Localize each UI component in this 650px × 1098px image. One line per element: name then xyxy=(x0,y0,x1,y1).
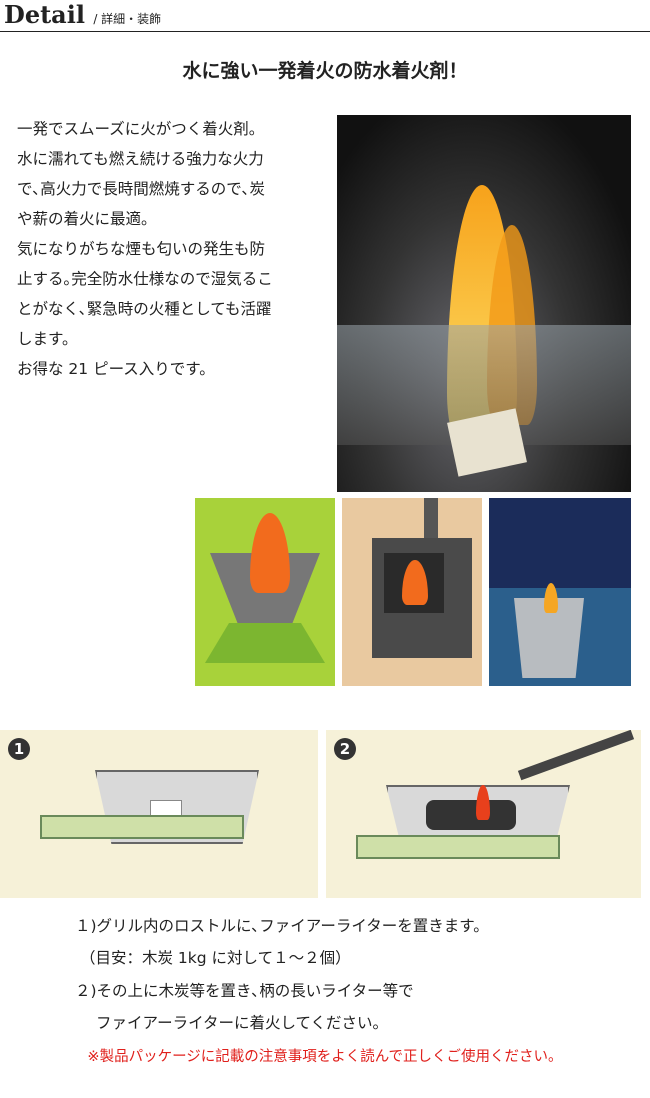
desc-line: 気になりがちな煙も匂いの発生も防 xyxy=(17,240,266,258)
desc-line: 止する｡完全防水仕様なので湿気るこ xyxy=(17,270,273,288)
step-line: ファイアーライターに着火してください。 xyxy=(96,1014,389,1032)
step-badge: 2 xyxy=(334,738,356,760)
illustration-stove xyxy=(342,498,482,686)
desc-line: します。 xyxy=(17,330,78,348)
desc-line: 水に濡れても燃え続ける強力な火力 xyxy=(17,150,264,168)
step-line: ２)その上に木炭等を置き､柄の長いライター等で xyxy=(75,982,414,1000)
product-description: 一発でスムーズに火がつく着火剤。 水に濡れても燃え続ける強力な火力 で､高火力で… xyxy=(17,114,322,384)
header-divider xyxy=(0,31,650,32)
illustration-firepit xyxy=(195,498,335,686)
section-header: Detail / 詳細・装飾 xyxy=(4,0,161,29)
step-badge: 1 xyxy=(8,738,30,760)
step-1-illustration: 1 xyxy=(0,730,318,898)
desc-line: で､高火力で長時間燃焼するので､炭 xyxy=(17,180,266,198)
step-line: （目安：木炭 1kg に対して１～２個） xyxy=(80,949,351,967)
desc-line: や薪の着火に最適。 xyxy=(17,210,157,228)
headline: 水に強い一発着火の防水着火剤！ xyxy=(182,60,468,82)
step-line: １)グリル内のロストルに､ファイアーライターを置きます。 xyxy=(75,917,489,935)
header-subtitle: / 詳細・装飾 xyxy=(93,12,162,26)
desc-line: お得な 21 ピース入りです。 xyxy=(17,360,215,378)
caution-note: ※製品パッケージに記載の注意事項をよく読んで正しくご使用ください。 xyxy=(87,1049,563,1065)
step-2-illustration: 2 xyxy=(326,730,641,898)
product-fire-photo xyxy=(337,115,631,492)
desc-line: 一発でスムーズに火がつく着火剤。 xyxy=(17,120,265,138)
illustration-bucket xyxy=(489,498,631,686)
header-title: Detail xyxy=(4,0,85,29)
desc-line: とがなく､緊急時の火種としても活躍 xyxy=(17,300,272,318)
